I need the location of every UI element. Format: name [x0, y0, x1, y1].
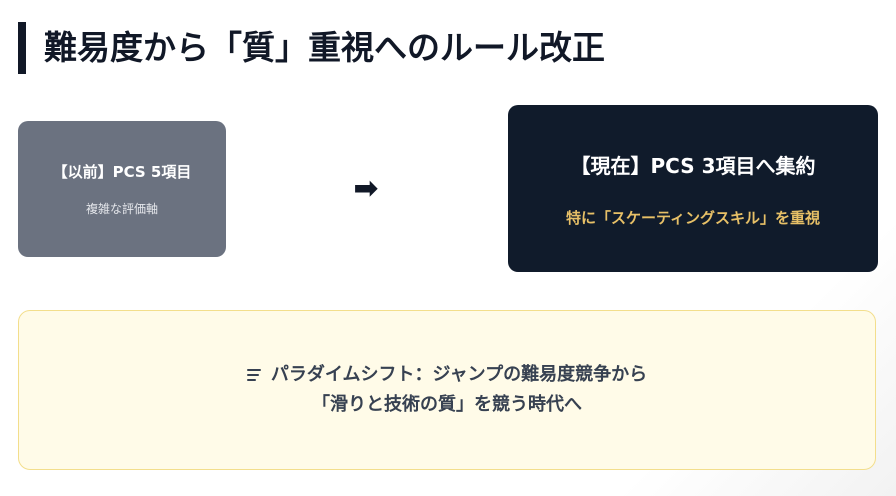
note-line-1: パラダイムシフト：ジャンプの難易度競争から [270, 364, 648, 385]
before-heading: 【以前】PCS 5項目 [52, 163, 192, 181]
arrow-right-icon: ➡ [353, 171, 379, 206]
note-line-2: 「滑りと技術の質」を競う時代へ [312, 394, 582, 415]
after-subtext: 特に「スケーティングスキル」を重視 [565, 208, 821, 227]
before-subtext: 複雑な評価軸 [85, 202, 158, 216]
after-heading: 【現在】PCS 3項目へ集約 [570, 153, 816, 178]
title-accent-bar [18, 22, 26, 74]
before-card: 【以前】PCS 5項目 複雑な評価軸 [18, 121, 226, 257]
after-card: 【現在】PCS 3項目へ集約 特に「スケーティングスキル」を重視 [508, 105, 878, 272]
wind-icon [246, 366, 263, 384]
paradigm-shift-note: パラダイムシフト：ジャンプの難易度競争から 「滑りと技術の質」を競う時代へ [18, 310, 876, 470]
page-title: 難易度から「質」重視へのルール改正 [44, 28, 605, 67]
note-line-1-row: パラダイムシフト：ジャンプの難易度競争から [246, 360, 648, 390]
